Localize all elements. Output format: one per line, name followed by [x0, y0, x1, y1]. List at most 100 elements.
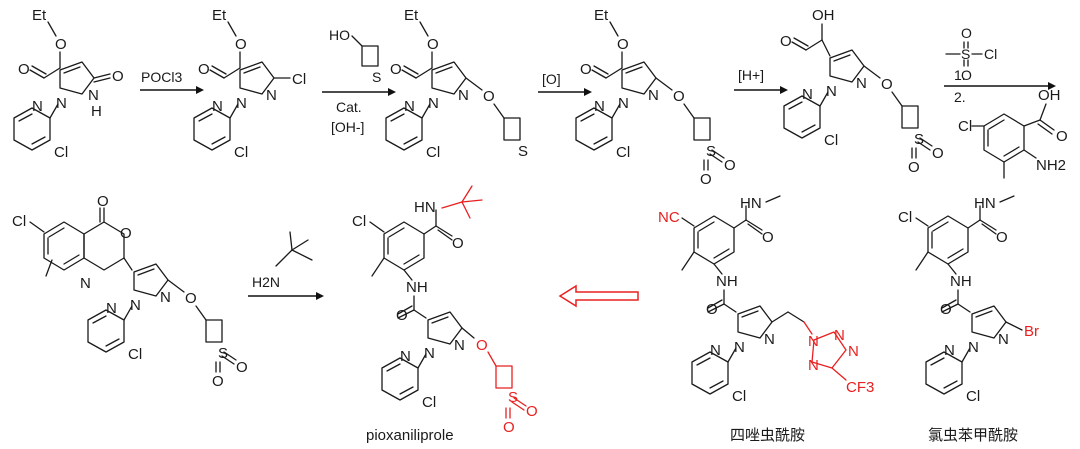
reagent-base: [OH-] — [331, 119, 364, 135]
compound-thietanyl-ether: Et O O N N O S N Cl — [385, 7, 528, 161]
svg-text:O: O — [700, 171, 712, 188]
compound-chlorantraniliprole: Cl O HN NH O N N Br N Cl — [898, 195, 1039, 405]
svg-text:O: O — [185, 290, 197, 307]
svg-text:Cl: Cl — [824, 132, 838, 149]
svg-text:N: N — [458, 87, 469, 104]
svg-text:N: N — [710, 342, 721, 359]
reagent-pocl3: POCl3 — [141, 69, 182, 85]
svg-text:O: O — [212, 373, 224, 390]
ester-oxygen: O — [55, 36, 67, 53]
svg-text:O: O — [198, 61, 210, 78]
svg-text:O: O — [724, 157, 736, 174]
compound-sulfone-ester: Et O O N N O S O O N Cl — [575, 7, 736, 188]
svg-text:NH: NH — [406, 279, 428, 296]
compound-sulfone-acid: OH O N N O S O O N Cl — [780, 7, 944, 176]
svg-text:O: O — [580, 61, 592, 78]
reagent-mesyl-o1: O — [961, 25, 972, 41]
arrow-step-3: [O] — [538, 71, 592, 96]
svg-text:N: N — [400, 348, 411, 365]
svg-text:Cl: Cl — [958, 118, 972, 135]
svg-text:N: N — [424, 345, 435, 362]
svg-text:N: N — [160, 289, 171, 306]
svg-text:Et: Et — [404, 7, 419, 24]
highlight-nitrile: NC — [658, 209, 680, 226]
pyrazole-h: H — [91, 103, 102, 120]
svg-text:N: N — [802, 86, 813, 103]
svg-text:N: N — [808, 333, 819, 350]
svg-text:NH: NH — [716, 273, 738, 290]
reagent-oxidation: [O] — [542, 71, 561, 87]
svg-text:O: O — [881, 76, 893, 93]
svg-text:Cl: Cl — [352, 213, 366, 230]
svg-text:O: O — [1056, 128, 1068, 145]
svg-text:Cl: Cl — [234, 144, 248, 161]
reagent-mesyl-s: S — [961, 46, 970, 62]
svg-text:N: N — [648, 87, 659, 104]
svg-text:O: O — [780, 33, 792, 50]
svg-text:O: O — [427, 36, 439, 53]
svg-text:N: N — [404, 98, 415, 115]
svg-text:N: N — [618, 95, 629, 112]
svg-text:N: N — [826, 83, 837, 100]
svg-text:OH: OH — [1038, 87, 1061, 104]
svg-text:O: O — [97, 193, 109, 210]
svg-text:O: O — [236, 359, 248, 376]
highlight-cf3: CF3 — [846, 379, 874, 396]
arrow-step-2: HO S Cat. [OH-] — [322, 27, 396, 135]
label-chlorantraniliprole: 氯虫苯甲酰胺 — [928, 427, 1018, 444]
svg-text:Cl: Cl — [422, 394, 436, 411]
svg-text:O: O — [932, 145, 944, 162]
svg-text:N: N — [944, 342, 955, 359]
reagent-mesyl-o2: O — [961, 67, 972, 83]
svg-text:N: N — [764, 331, 775, 348]
svg-text:N: N — [428, 95, 439, 112]
svg-text:N: N — [998, 331, 1009, 348]
reagent-acid: [H+] — [738, 67, 764, 83]
svg-text:NH: NH — [950, 273, 972, 290]
svg-text:N: N — [80, 275, 91, 292]
label-pioxaniliprole: pioxaniliprole — [366, 427, 454, 444]
svg-text:S: S — [218, 345, 228, 362]
svg-text:N: N — [236, 95, 247, 112]
svg-text:O: O — [526, 403, 538, 420]
svg-text:O: O — [235, 36, 247, 53]
reagent-cat: Cat. — [336, 99, 362, 115]
reagent-thietane-s: S — [372, 69, 381, 85]
svg-text:O: O — [452, 235, 464, 252]
svg-text:Cl: Cl — [128, 346, 142, 363]
svg-text:N: N — [454, 337, 465, 354]
chlorine: Cl — [54, 144, 68, 161]
svg-text:Et: Et — [212, 7, 227, 24]
ether-oxygen: O — [483, 88, 495, 105]
ethyl-label: Et — [32, 7, 47, 24]
svg-text:N: N — [834, 327, 845, 344]
sulfone-s: S — [706, 143, 716, 160]
arrow-step-5: S Cl O O 1. 2. OH O Cl NH2 — [944, 25, 1068, 179]
pyridine-n: N — [32, 98, 43, 115]
svg-text:O: O — [617, 36, 629, 53]
derivation-arrow — [558, 284, 639, 308]
reagent-tbuamine: H2N — [252, 274, 280, 290]
reagent-hydroxy: HO — [329, 27, 350, 43]
svg-text:Cl: Cl — [732, 388, 746, 405]
aniline-nh2: NH2 — [1036, 157, 1066, 174]
highlight-bromine: Br — [1024, 323, 1039, 340]
step-label-2: 2. — [954, 89, 966, 105]
step-label-1: 1. — [954, 67, 966, 83]
svg-text:HN: HN — [414, 199, 436, 216]
highlight-sulfone-s: S — [508, 389, 518, 406]
arrow-step-1: POCl3 — [140, 69, 204, 94]
svg-text:N: N — [212, 98, 223, 115]
svg-text:Cl: Cl — [966, 388, 980, 405]
svg-text:O: O — [996, 229, 1008, 246]
compound-tetraniliprole: NC O HN NH O N N N N N N CF3 N Cl — [658, 195, 874, 405]
svg-text:S: S — [914, 131, 924, 148]
svg-text:O: O — [706, 301, 718, 318]
pyrazole-n1: N — [56, 95, 67, 112]
svg-text:Et: Et — [594, 7, 609, 24]
acid-oh: OH — [812, 7, 835, 24]
compound-pyrazolone-ester: Et O O N N H O N Cl — [13, 7, 124, 161]
svg-text:Cl: Cl — [898, 209, 912, 226]
svg-text:O: O — [396, 307, 408, 324]
